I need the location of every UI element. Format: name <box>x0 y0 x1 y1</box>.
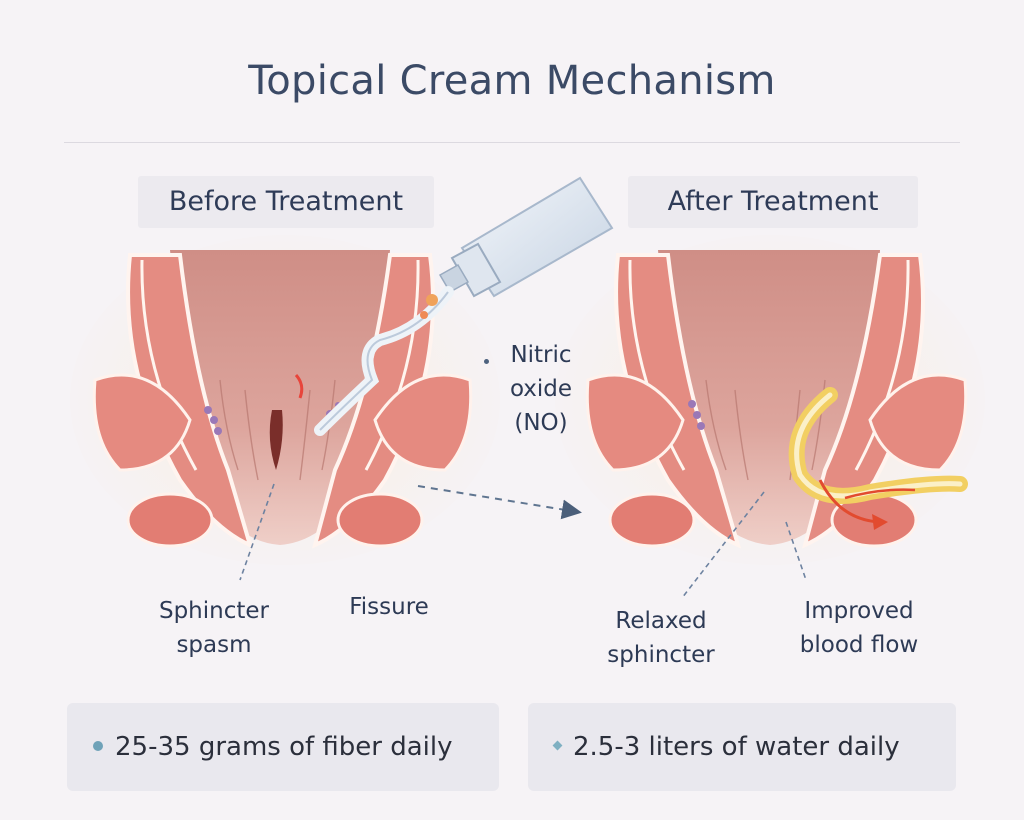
after-anatomy <box>555 235 985 565</box>
nitric-oxide-line-3: (NO) <box>514 410 568 436</box>
improved-blood-flow-label: Improved blood flow <box>776 594 942 662</box>
fiber-tip-box: 25-35 grams of fiber daily <box>67 703 499 791</box>
nitric-oxide-line-1: Nitric <box>510 342 572 368</box>
fissure-tear <box>269 410 283 470</box>
improved-blood-flow-line-2: blood flow <box>799 632 919 658</box>
nitric-oxide-dot-icon <box>484 359 489 364</box>
improved-blood-flow-line-1: Improved <box>804 598 914 624</box>
diamond-bullet-icon <box>552 740 563 751</box>
water-tip-text: 2.5-3 liters of water daily <box>573 732 900 762</box>
relaxed-sphincter-line-2: sphincter <box>607 642 715 668</box>
nitric-oxide-label: Nitric oxide (NO) <box>496 338 586 440</box>
sphincter-spasm-label: Sphincter spasm <box>132 594 296 662</box>
left-sphincter-muscle <box>126 253 254 549</box>
before-treatment-label: Before Treatment <box>138 176 434 228</box>
title-divider <box>64 142 960 143</box>
before-anatomy <box>70 176 614 565</box>
relaxed-sphincter-label: Relaxed sphincter <box>588 604 734 672</box>
circle-bullet-icon <box>93 740 103 751</box>
fissure-label: Fissure <box>349 594 429 620</box>
sphincter-spasm-line-2: spasm <box>176 632 252 658</box>
fiber-tip-text: 25-35 grams of fiber daily <box>115 732 453 762</box>
after-treatment-label: After Treatment <box>628 176 918 228</box>
sphincter-spasm-line-1: Sphincter <box>158 598 269 624</box>
relaxed-sphincter-line-1: Relaxed <box>615 608 707 634</box>
cream-tube-icon <box>438 176 614 298</box>
page-title: Topical Cream Mechanism <box>248 58 776 104</box>
nitric-oxide-line-2: oxide <box>509 376 573 402</box>
water-tip-box: 2.5-3 liters of water daily <box>528 703 956 791</box>
transition-arrow <box>417 485 582 520</box>
